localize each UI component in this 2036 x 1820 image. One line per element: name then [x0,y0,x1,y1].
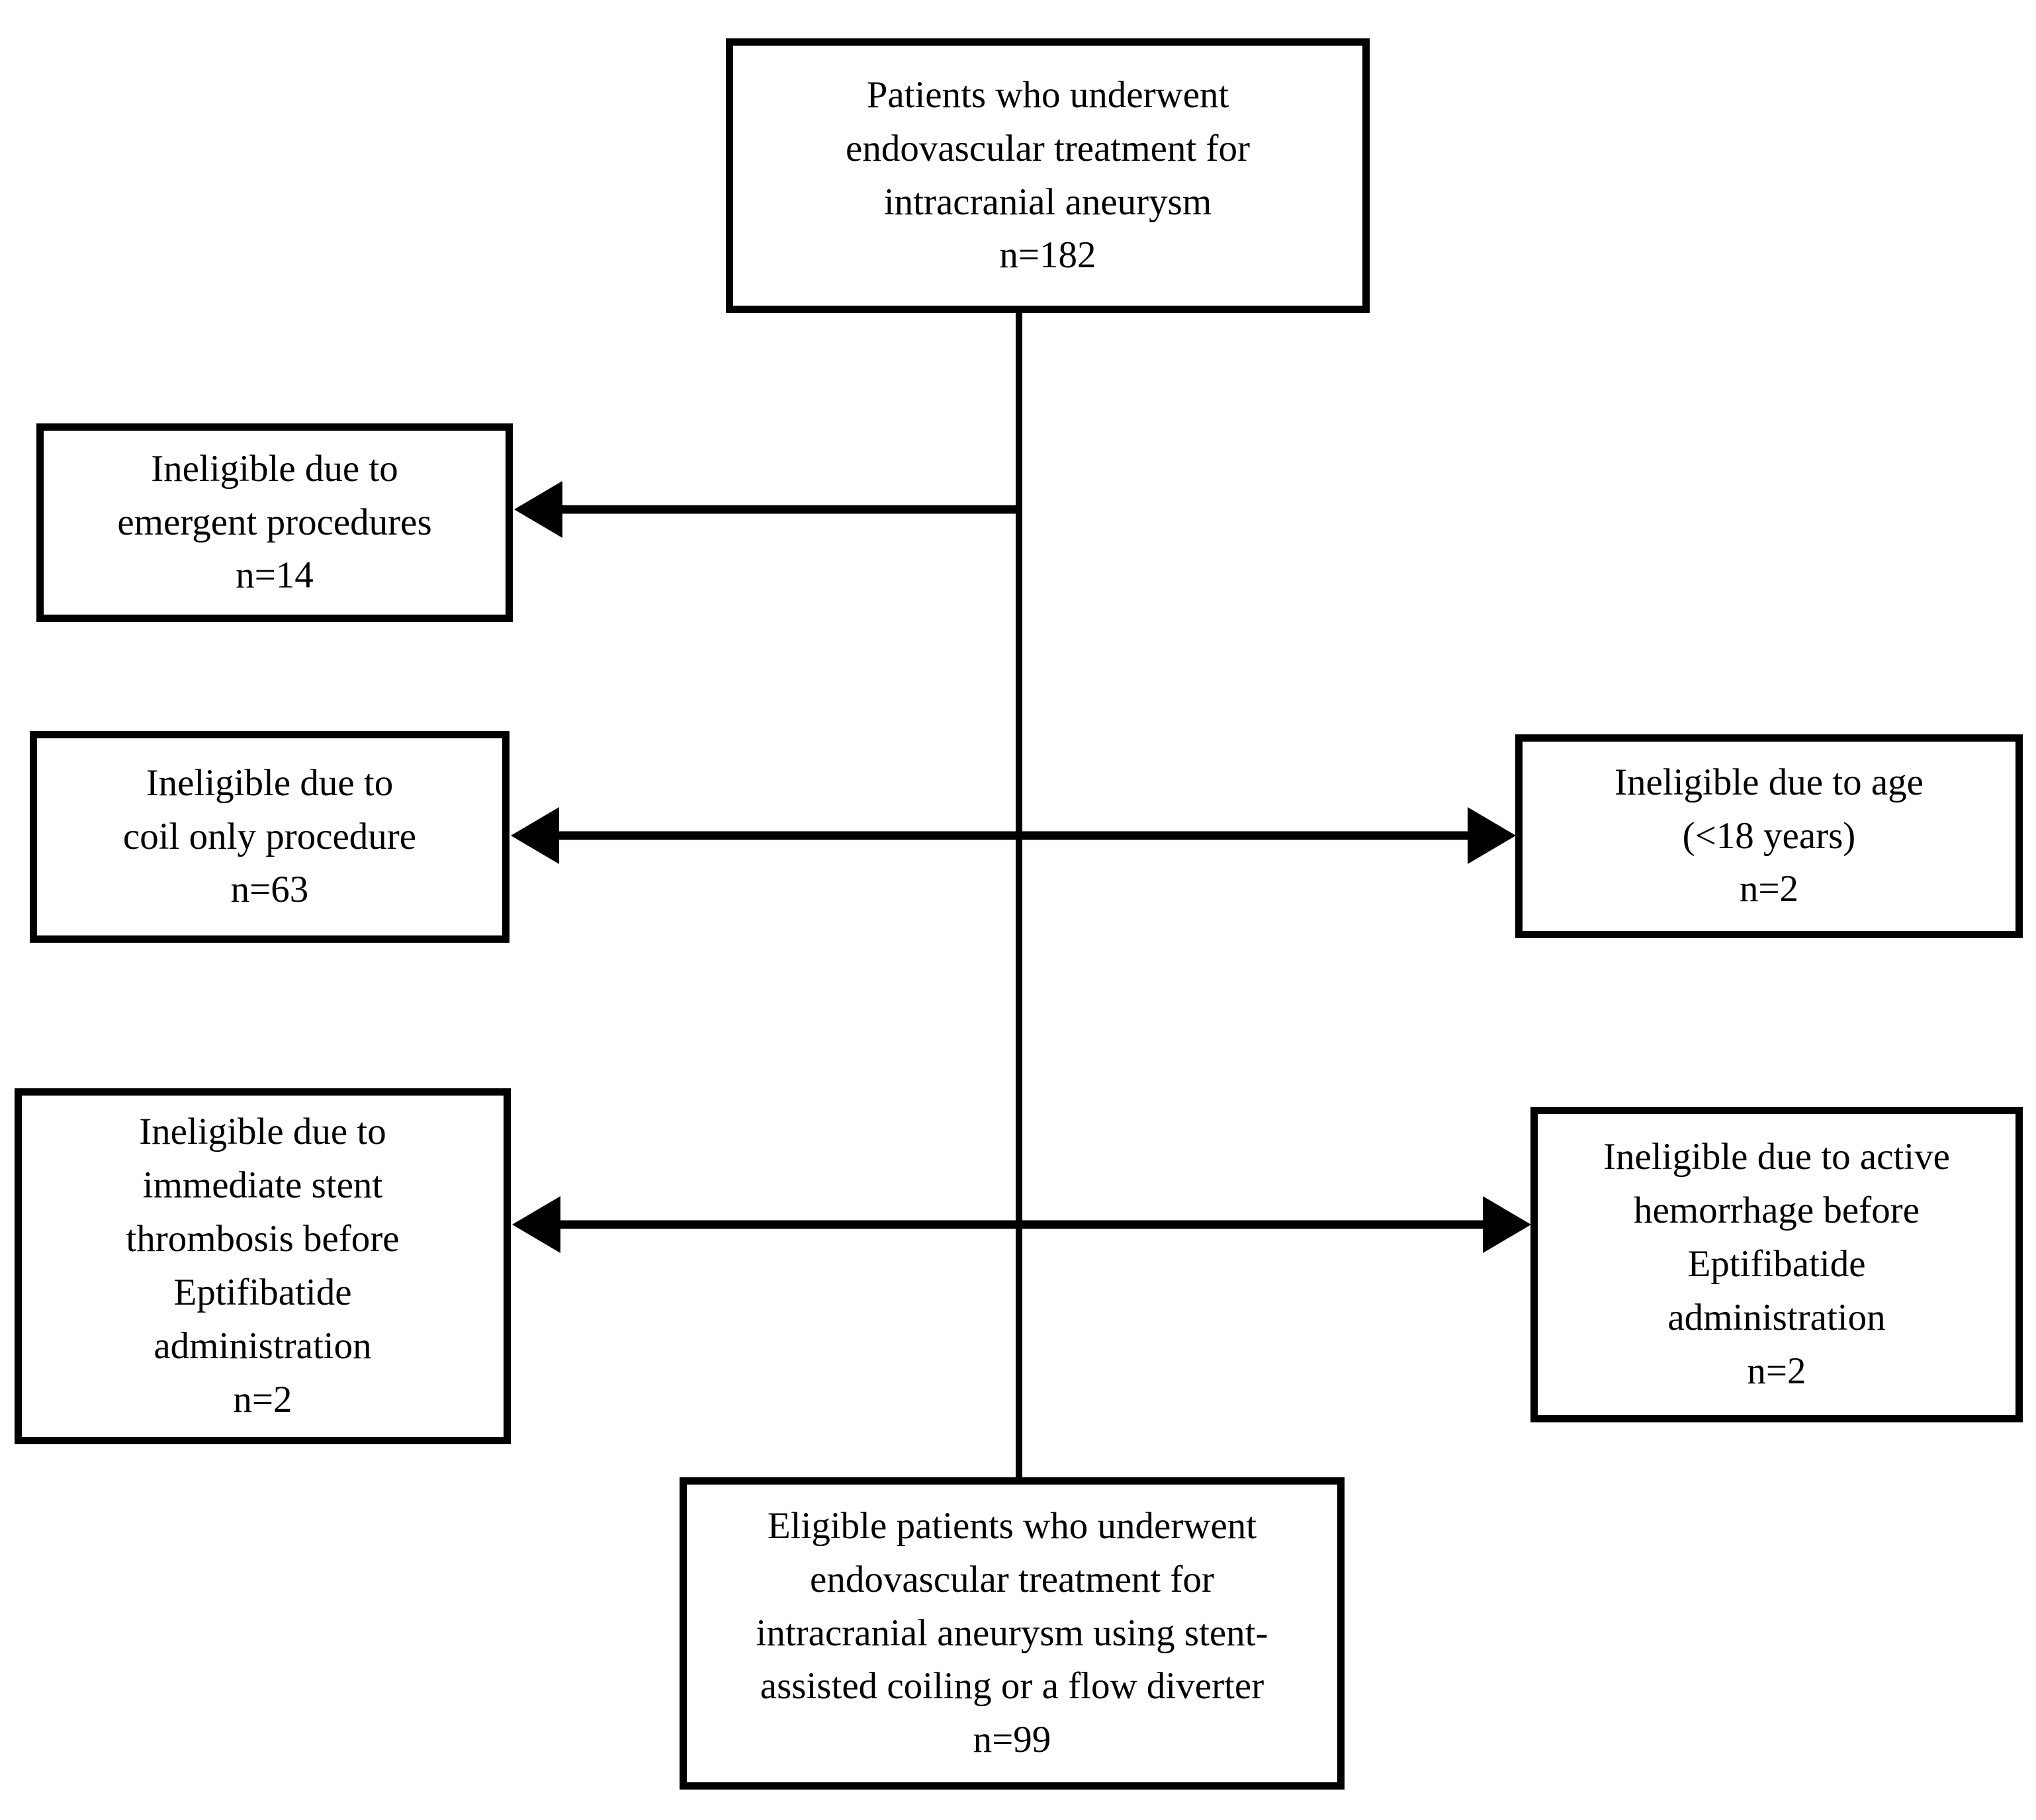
arrow-thrombosis-hemorrhage [512,1196,1531,1253]
node-eligible-patients: Eligible patients who underwent endovasc… [680,1477,1345,1790]
arrow-left-head-icon [511,807,559,864]
node-ineligible-stent-thrombosis: Ineligible due to immediate stent thromb… [15,1088,511,1444]
arrow-emergent [514,481,1022,538]
node-ineligible-active-hemorrhage: Ineligible due to active hemorrhage befo… [1530,1107,2023,1422]
node-ineligible-age: Ineligible due to age (<18 years) n=2 [1515,734,2023,938]
arrow-right-head-icon [1483,1196,1531,1253]
arrow-right-head-icon [1468,807,1516,864]
node-ineligible-coil-only: Ineligible due to coil only procedure n=… [30,731,509,943]
node-patients-total: Patients who underwent endovascular trea… [726,38,1370,313]
arrow-coil-age [511,807,1516,864]
node-ineligible-emergent-procedures: Ineligible due to emergent procedures n=… [36,423,513,622]
arrow-left-head-icon [514,481,562,538]
arrow-left-head-icon [512,1196,560,1253]
